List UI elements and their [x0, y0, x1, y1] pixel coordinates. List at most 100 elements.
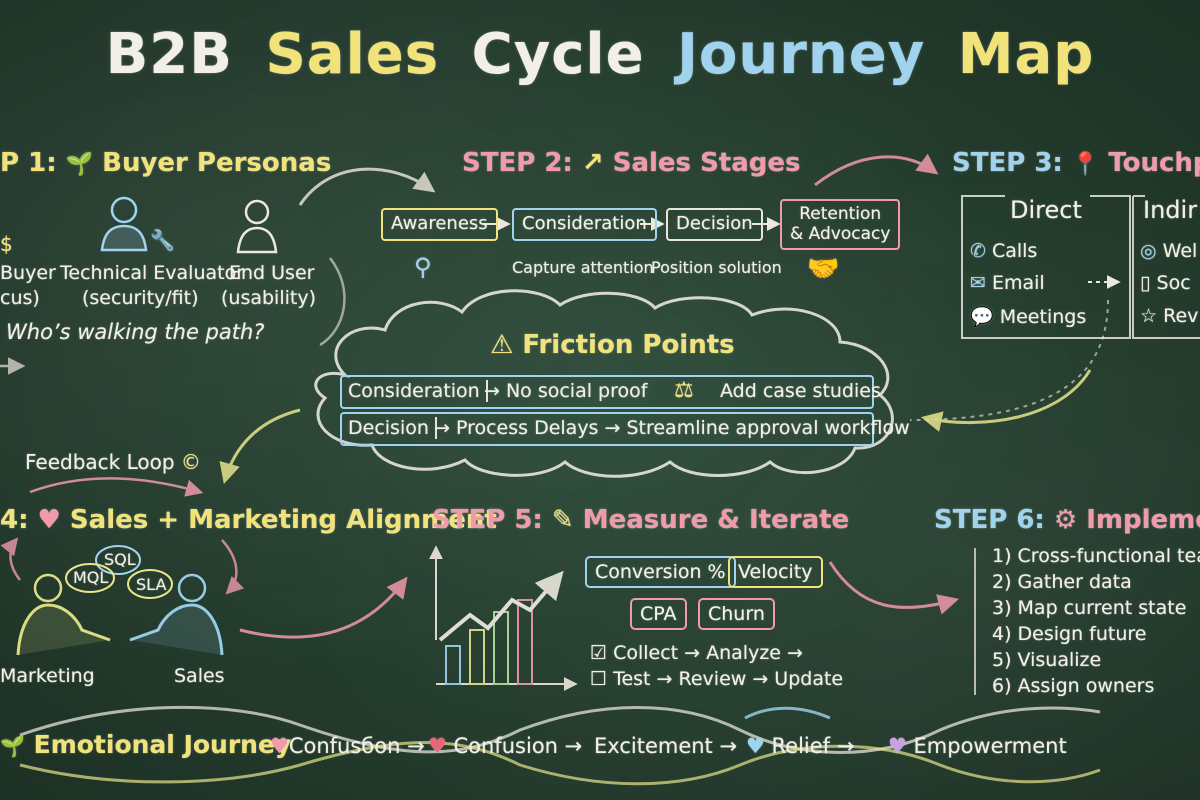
step1-heading: P 1: 🌱 Buyer Personas: [0, 148, 331, 178]
title-word-cycle: Cycle: [471, 22, 645, 87]
emotion-stage-1: ♥Confusбon →: [270, 734, 425, 758]
growth-chart-icon: [429, 545, 578, 691]
pencil-icon: ✎: [551, 505, 574, 535]
arrow-step5-to-step6: [828, 561, 960, 615]
chat-icon: 💬: [970, 306, 994, 328]
arrow-step4-to-step5: [239, 576, 408, 639]
friction-title-label: Friction Points: [522, 330, 735, 360]
friction-row1-issue: → No social proof: [484, 380, 648, 402]
touchpoint-web-label: Wel: [1162, 240, 1198, 262]
touchpoint-social-label: Soc: [1156, 272, 1191, 294]
friction-row-2: Decision → Process Delays → Streamline a…: [340, 412, 910, 446]
implement-item-6: 6) Assign owners: [992, 675, 1155, 697]
step4-heading: 4: ♥ Sales + Marketing Alignment: [0, 505, 497, 535]
step5-heading: STEP 5: ✎ Measure & Iterate: [432, 505, 849, 535]
step5-title: Measure & Iterate: [582, 505, 850, 535]
friction-row1-fix: Add case studies: [720, 380, 881, 402]
arrow-step1-down: [319, 257, 346, 347]
marketing-label: Marketing: [0, 665, 95, 687]
heart-blue-icon: ♥: [746, 734, 765, 758]
iterate-loop-1: ☑ Collect → Analyze →: [590, 642, 803, 664]
touchpoint-email: ✉ Email: [970, 272, 1045, 294]
friction-title: ⚠ Friction Points: [490, 330, 735, 360]
friction-cloud: [314, 289, 894, 478]
step6-heading: STEP 6: ⚙ Implemen: [934, 505, 1200, 535]
warning-icon: ⚠: [490, 330, 514, 360]
emotion-stage-2: ♥ Confusion →: [428, 734, 582, 758]
iterate-loop-2: ☐ Test → Review → Update: [590, 668, 843, 690]
step2-title: Sales Stages: [612, 148, 801, 178]
title-word-b2b: B2B: [105, 22, 233, 87]
metric-cpa: CPA: [630, 598, 687, 630]
wrench-icon: 🔧: [150, 228, 175, 252]
step2-label: STEP 2:: [462, 148, 582, 178]
metric-churn: Churn: [698, 598, 775, 630]
feedback-loop-label: Feedback Loop ©: [25, 450, 201, 474]
technical-evaluator-figure: [100, 196, 148, 252]
friction-row2-text: → Process Delays → Streamline approval w…: [434, 417, 910, 439]
sales-label: Sales: [174, 665, 225, 687]
touchpoint-reviews-label: Rev: [1163, 305, 1199, 327]
handshake-icon: 🤝: [807, 254, 840, 284]
step1-title: Buyer Personas: [102, 148, 332, 178]
web-icon: ◎: [1140, 240, 1157, 262]
persona-technical-sub: (security/fit): [82, 287, 199, 309]
emotion-stage-3: Excitement →: [594, 734, 738, 758]
bubble-mql: MQL: [73, 568, 109, 587]
emotional-swoosh-2: [19, 741, 1101, 786]
bubble-sla: SLA: [136, 575, 167, 594]
social-icon: ▯: [1140, 272, 1151, 294]
sprout-icon: 🌱: [65, 152, 94, 177]
search-icon: ⚲: [414, 253, 432, 281]
iterate-loop-2-text: Test → Review → Update: [613, 668, 844, 690]
heart-pink-icon: ♥: [270, 734, 289, 758]
step5-label: STEP 5:: [432, 505, 552, 535]
emotion-stage-4: ♥ Relief →: [746, 734, 854, 758]
touchpoint-meetings: 💬 Meetings: [970, 305, 1086, 328]
persona-enduser-label: End User: [229, 262, 315, 284]
touchpoint-reviews: ☆ Rev: [1140, 305, 1198, 327]
stage-decision: Decision: [666, 208, 763, 241]
feedback-loop-arrow: [29, 477, 204, 497]
touchpoint-web: ◎ Wel: [1140, 240, 1197, 262]
stage-awareness: Awareness: [381, 208, 498, 241]
step2-heading: STEP 2: ↗ Sales Stages: [462, 148, 801, 178]
persona-buyer-label: Buyer: [0, 262, 56, 284]
emotional-journey-label: Emotional Journey: [33, 730, 292, 759]
sales-figure: [129, 573, 224, 656]
step4-label: 4:: [0, 505, 38, 535]
metric-velocity: Velocity: [728, 556, 823, 588]
checkbox-checked-icon: ☑: [590, 642, 608, 664]
dollar-icon: $: [0, 232, 13, 256]
step6-title: Implemen: [1086, 505, 1200, 535]
implement-item-5: 5) Visualize: [992, 649, 1102, 671]
step4-title: Sales + Marketing Alignment: [69, 505, 497, 535]
indirect-title: Indir: [1143, 196, 1198, 224]
arrow-step1-to-step2: [298, 167, 436, 206]
stage-retention-advocacy: Retention & Advocacy: [780, 199, 901, 251]
arrow-friction-to-step4: [219, 408, 301, 485]
title-word-map: Map: [957, 22, 1095, 87]
phone-icon: ✆: [970, 240, 986, 262]
touchpoint-email-label: Email: [991, 272, 1045, 294]
direct-box-outline: [961, 195, 1131, 339]
sprout-small-icon: 🌱: [0, 734, 25, 758]
title-word-journey: Journey: [677, 22, 926, 87]
persona-enduser-sub: (usability): [221, 287, 316, 309]
implement-item-3: 3) Map current state: [992, 597, 1187, 619]
step3-heading: STEP 3: 📍 Touchpo: [952, 148, 1200, 178]
touchpoint-calls-label: Calls: [991, 240, 1038, 262]
friction-row1-stage: Consideration: [348, 380, 488, 402]
end-user-figure: [236, 199, 278, 254]
step3-title: Touchpo: [1108, 148, 1200, 178]
emotional-journey-title: 🌱 Emotional Journey: [0, 730, 291, 759]
heart-red-icon: ♥: [428, 734, 447, 758]
direct-title: Direct: [1010, 196, 1082, 224]
step3-label: STEP 3:: [952, 148, 1072, 178]
iterate-loop-1-text: Collect → Analyze →: [613, 642, 803, 664]
arrow-step2-to-step3: [814, 153, 939, 187]
pin-icon: 📍: [1071, 152, 1100, 177]
metric-conversion: Conversion %: [585, 556, 736, 588]
implement-item-2: 2) Gather data: [992, 571, 1132, 593]
touchpoint-social: ▯ Soc: [1140, 272, 1191, 294]
